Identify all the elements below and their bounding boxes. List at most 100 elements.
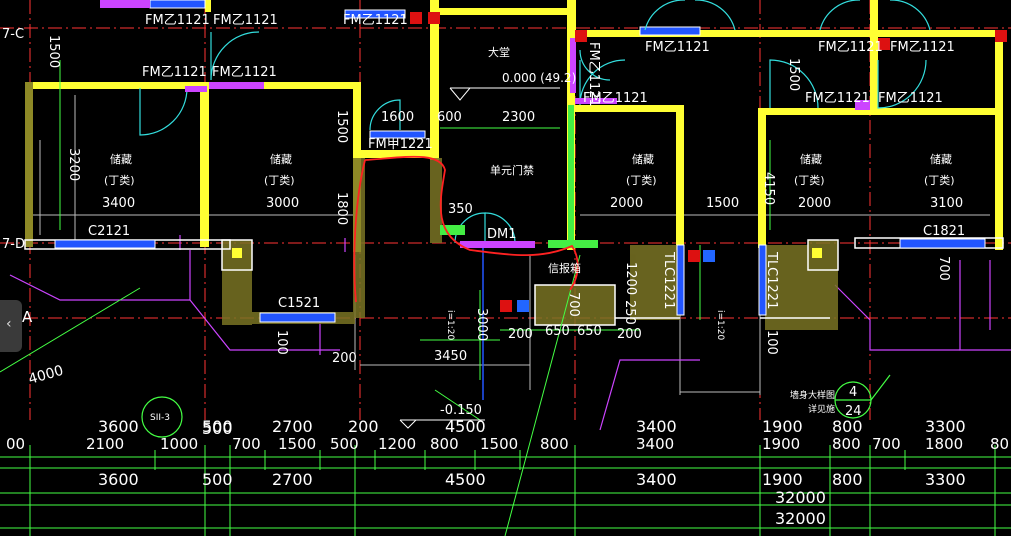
- dim-row1-text: 800: [832, 417, 863, 436]
- window-tag: TLC1221: [661, 251, 676, 309]
- room-label: 大堂: [488, 45, 510, 59]
- dim-text: 200: [332, 351, 357, 366]
- room-label: 储藏: [800, 152, 822, 166]
- dim-row1-text: 200: [348, 417, 379, 436]
- room-label: 信报箱: [548, 261, 581, 275]
- chevron-left-icon: ‹: [6, 316, 12, 332]
- green-partitions: [440, 105, 598, 248]
- door-tag: DM1: [487, 227, 517, 242]
- dim-row2-text: 2100: [86, 435, 124, 453]
- door-leaves: [100, 0, 870, 248]
- door-tag: FM甲1221: [368, 137, 433, 152]
- dim-text: 4150: [761, 172, 776, 205]
- dim-row1-text: 3400: [636, 417, 677, 436]
- dim-text: 100: [274, 330, 289, 355]
- windows: [54, 0, 986, 323]
- room-label: (丁类): [264, 173, 295, 187]
- dim-row2-text: 800: [832, 435, 861, 453]
- room-label: 储藏: [632, 152, 654, 166]
- walls: [25, 0, 1005, 252]
- dim-text: 600: [437, 110, 462, 125]
- room-label: 储藏: [930, 152, 952, 166]
- dim-row2-text: 800: [430, 435, 459, 453]
- door-swings: [139, 0, 931, 244]
- room-label: (丁类): [924, 173, 955, 187]
- callout-number: 4: [849, 385, 857, 400]
- dim-text: 650: [545, 324, 570, 339]
- dim-text: 4000: [27, 363, 66, 388]
- dim-text: 250: [622, 300, 637, 325]
- perimeter: [24, 237, 1004, 326]
- elevation-markers: [399, 87, 560, 429]
- axis-a-label: A: [22, 308, 33, 326]
- elevation-label: -0.150: [440, 403, 482, 418]
- room-label: (丁类): [794, 173, 825, 187]
- slope-label: i=1:20: [445, 310, 455, 341]
- dim-row1-text: 500: [202, 417, 233, 436]
- dim-row3-text: 800: [832, 470, 863, 489]
- callout-sheet: 24: [845, 404, 862, 419]
- dim-row3-text: 4500: [445, 470, 486, 489]
- dim-row1-text: 1900: [762, 417, 803, 436]
- note-label: 墙身大样图: [790, 389, 835, 401]
- dim-text: 1500: [786, 58, 801, 91]
- dim-row3-text: 3300: [925, 470, 966, 489]
- dim-row2-text: 1800: [925, 435, 963, 453]
- dim-row2-text: 00: [6, 435, 25, 453]
- side-collapse-handle[interactable]: ‹: [0, 300, 22, 352]
- dim-row2-text: 1500: [480, 435, 518, 453]
- elevation-label: 0.000 (49.2): [502, 71, 576, 85]
- dim-ticks: [29, 445, 996, 536]
- purple-lines: [9, 235, 1011, 431]
- red-markup: [353, 155, 579, 303]
- dim-row2-text: 1900: [762, 435, 800, 453]
- axis-lines: [0, 0, 1011, 420]
- dim-text: 1500: [334, 110, 349, 143]
- dim-text: 3000: [474, 308, 489, 341]
- door-tag: FM乙1121: [878, 91, 943, 106]
- dim-text: 700: [566, 292, 581, 317]
- dim-text: 1800: [334, 192, 349, 225]
- room-label: 储藏: [110, 152, 132, 166]
- dimension-lines: [0, 60, 1011, 536]
- door-tag: FM乙1121: [142, 65, 207, 80]
- dim-row2-text: 700: [232, 435, 261, 453]
- room-label: (丁类): [626, 173, 657, 187]
- door-tag: FM乙1121: [343, 13, 408, 28]
- fire-symbols: [232, 12, 1007, 312]
- dim-row2-text: 1500: [278, 435, 316, 453]
- door-tag: FM乙1121: [583, 91, 648, 106]
- section-ref: SII-3: [150, 413, 170, 423]
- dim-row3-text: 3600: [98, 470, 139, 489]
- dim-text: 2000: [610, 196, 643, 211]
- dim-row3-text: 500: [202, 470, 233, 489]
- dim-text: 100: [764, 330, 779, 355]
- dim-text: 200: [617, 327, 642, 342]
- dim-row2-text: 1000: [160, 435, 198, 453]
- dim-text: 3100: [930, 196, 963, 211]
- slope-label: i=1:20: [715, 310, 725, 341]
- dim-row2-text: 80: [990, 435, 1009, 453]
- dim-text: 1200: [623, 262, 638, 295]
- grid-label-d: 7-D: [2, 237, 25, 252]
- grid-label-c: 7-C: [2, 27, 24, 42]
- door-tag: FM乙1121: [805, 91, 870, 106]
- room-label: 单元门禁: [490, 163, 534, 177]
- dim-extra-500: 500: [202, 419, 233, 438]
- total-dim: 32000: [775, 509, 826, 528]
- door-tag: FM乙1121: [212, 65, 277, 80]
- dim-row2-text: 800: [540, 435, 569, 453]
- door-tag: FM乙1121: [586, 42, 601, 107]
- dim-text: 1600: [381, 110, 414, 125]
- dim-row1-text: 4500: [445, 417, 486, 436]
- door-tag: FM乙1121: [818, 40, 883, 55]
- window-tag: C1521: [278, 296, 320, 311]
- total-dim: 32000: [775, 488, 826, 507]
- callout-circles: [141, 374, 891, 438]
- dim-text: 1500: [706, 196, 739, 211]
- door-tag: FM乙1121: [213, 13, 278, 28]
- dim-text: 700: [936, 256, 951, 281]
- dim-text: 2300: [502, 110, 535, 125]
- window-tag: TLC1221: [764, 251, 779, 309]
